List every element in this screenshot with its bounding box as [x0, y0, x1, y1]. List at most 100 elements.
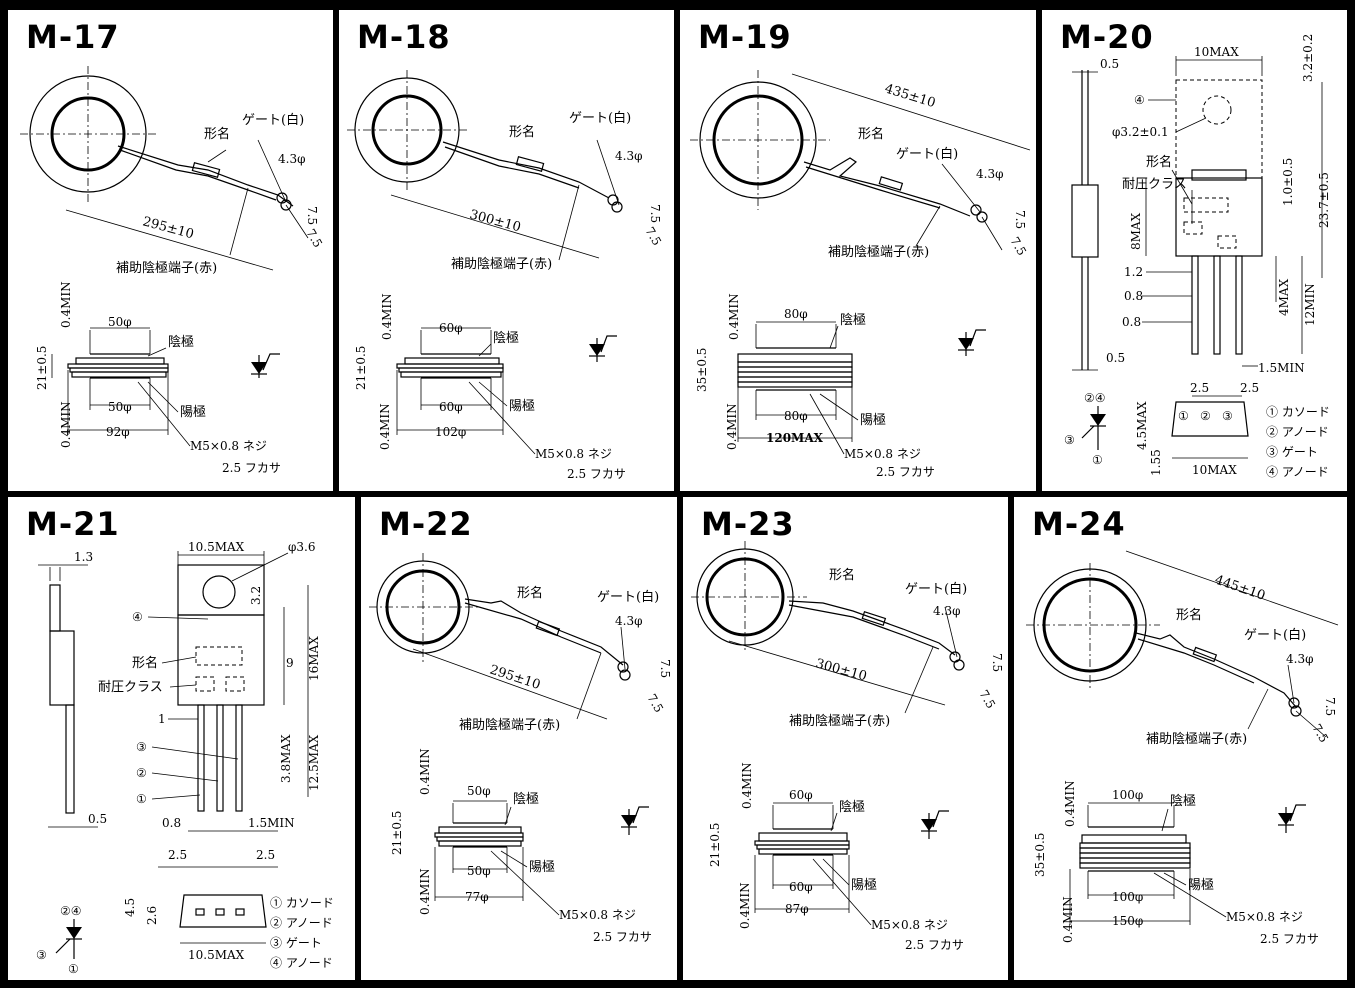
label-hole: 4.3φ	[615, 149, 643, 163]
m18-drawing: 形名 ゲート(白) 4.3φ 7.5 7.5 300±10 補助陰極端子(赤) …	[347, 70, 664, 481]
legend-pin1: ① カソード	[270, 896, 334, 910]
dim-width-top: 10.5MAX	[188, 540, 245, 554]
dim-12min: 12MIN	[1303, 283, 1317, 326]
dim-7-5b: 7.5	[976, 688, 998, 712]
dim-width-top: 10MAX	[1194, 45, 1239, 59]
label-gate: ゲート(白)	[1244, 627, 1306, 643]
label-voltage-class: 耐圧クラス	[98, 680, 163, 695]
dim-0-8: 0.8	[162, 816, 181, 830]
legend-pin3: ③ ゲート	[270, 936, 322, 950]
panel-m18: M-18 形名 ゲート(白) 4.3φ 7.5 7.5 300±10 補助陰極端…	[339, 10, 674, 491]
outer-ring	[29, 75, 147, 193]
dim-3-2: 3.2	[249, 586, 263, 605]
label-voltage-class: 耐圧クラス	[1122, 177, 1187, 192]
dim-body-height: 8MAX	[1129, 212, 1143, 250]
m23-drawing: 形名 ゲート(白) 4.3φ 7.5 7.5 300±10 補助陰極端子(赤) …	[691, 541, 1004, 952]
label-gate: ゲート(白)	[896, 146, 958, 162]
dim-bottom-dia: 60φ	[439, 400, 463, 414]
panel-title: M-20	[1060, 18, 1154, 56]
label-type-name: 形名	[1146, 154, 1172, 170]
label-gate: ゲート(白)	[597, 589, 659, 605]
panel-m22: M-22 形名 ゲート(白) 4.3φ 7.5 7.5 295±10 補助陰極端…	[361, 497, 677, 980]
dim-1-3: 1.3	[74, 550, 93, 564]
label-hole: 4.3φ	[976, 167, 1004, 181]
panel-title: M-18	[357, 18, 451, 56]
dim-1-5min: 1.5MIN	[248, 816, 295, 830]
dim-min-bottom: 0.4MIN	[725, 403, 739, 450]
dim-outer-dia: 92φ	[106, 425, 130, 439]
dim-height: 21±0.5	[35, 346, 49, 390]
dim-16max: 16MAX	[307, 636, 321, 681]
panel-title: M-22	[379, 505, 473, 543]
dim-height: 21±0.5	[354, 346, 368, 390]
label-cathode: 陰極	[168, 334, 194, 350]
dim-tab-height: 3.2±0.2	[1301, 34, 1315, 82]
label-type-name: 形名	[509, 124, 535, 140]
panel-title: M-23	[701, 505, 795, 543]
dim-outer-dia: 102φ	[435, 425, 466, 439]
label-type-name: 形名	[1176, 607, 1202, 623]
m21-drawing: 1.3 0.5 10.5MAX φ3.6 ④ 3.2 9 16MAX 形名 耐圧…	[36, 540, 334, 976]
legend-pin2: ② アノード	[1266, 425, 1329, 439]
dim-7-5a: 7.5	[990, 653, 1004, 672]
panel-title: M-17	[26, 18, 120, 56]
label-pin3: ③	[136, 740, 147, 754]
label-cathode: 陰極	[493, 330, 519, 346]
label-gate: ゲート(白)	[905, 581, 967, 597]
dim-9: 9	[286, 656, 294, 670]
label-anode: 陽極	[509, 398, 535, 414]
dim-bottom-dia: 100φ	[1112, 890, 1143, 904]
dim-pitch-b: 2.5	[256, 848, 275, 862]
label-type-name: 形名	[132, 655, 158, 671]
panel-title: M-21	[26, 505, 120, 543]
panel-m17: M-17 形名 ゲート(白) 4.3φ 7.5 7.5 295±10 補助陰極端…	[8, 10, 333, 491]
dim-1: 1	[158, 712, 166, 726]
dim-pitch-a: 2.5	[168, 848, 187, 862]
label-hole: 4.3φ	[278, 152, 306, 166]
m19-drawing: 435±10 形名 ゲート(白) 4.3φ 7.5 7.5 補助陰極端子(赤) …	[690, 70, 1031, 479]
dim-min-bottom: 0.4MIN	[59, 401, 73, 448]
dim-height: 21±0.5	[708, 823, 722, 867]
label-gate: ゲート(白)	[569, 110, 631, 126]
dim-min-top: 0.4MIN	[740, 762, 754, 809]
m22-drawing: 形名 ゲート(白) 4.3φ 7.5 7.5 295±10 補助陰極端子(赤) …	[369, 553, 672, 944]
dim-bottom-dia: 80φ	[784, 409, 808, 423]
thyristor-symbol	[589, 335, 617, 362]
dim-7-5a: 7.5	[305, 206, 319, 225]
dim-width-bottom: 10MAX	[1192, 463, 1237, 477]
dim-23-7: 23.7±0.5	[1317, 172, 1331, 228]
dim-7-5b: 7.5	[642, 225, 664, 249]
sym-pin3: ③	[36, 948, 47, 962]
m17-drawing: 形名 ゲート(白) 4.3φ 7.5 7.5 295±10 補助陰極端子(赤) …	[20, 66, 325, 475]
dim-top-dia: 60φ	[789, 788, 813, 802]
label-pin4: ④	[132, 610, 143, 624]
label-hole: 4.3φ	[615, 614, 643, 628]
thyristor-symbol: ②④ ③ ①	[1064, 391, 1106, 467]
label-depth: 2.5 フカサ	[876, 465, 935, 479]
dim-min-bottom: 0.4MIN	[418, 868, 432, 915]
thyristor-symbol	[621, 806, 649, 835]
bottom-pin3: ③	[1222, 409, 1233, 423]
dim-lead-thickness: 0.5	[1100, 57, 1119, 71]
dim-7-5a: 7.5	[658, 659, 672, 678]
label-aux-cathode: 補助陰極端子(赤)	[789, 713, 890, 729]
dim-lead-thickness-2: 0.5	[1106, 351, 1125, 365]
label-cathode: 陰極	[513, 791, 539, 807]
dim-7-5b: 7.5	[303, 227, 325, 251]
dim-top-dia: 100φ	[1112, 788, 1143, 802]
dim-length: 435±10	[883, 81, 937, 111]
sym-pin1: ①	[1092, 453, 1103, 467]
label-depth: 2.5 フカサ	[222, 461, 281, 475]
legend-pin3: ③ ゲート	[1266, 445, 1318, 459]
dim-0-8a: 0.8	[1124, 289, 1143, 303]
label-anode: 陽極	[1188, 877, 1214, 893]
dim-hole: φ3.2±0.1	[1112, 125, 1169, 139]
dim-outer-dia: 77φ	[465, 890, 489, 904]
dim-outer-dia: 150φ	[1112, 914, 1143, 928]
label-depth: 2.5 フカサ	[1260, 932, 1319, 946]
dim-pitch-a: 2.5	[1190, 381, 1209, 395]
label-type-name: 形名	[858, 126, 884, 142]
dim-1-0: 1.0±0.5	[1281, 158, 1295, 206]
label-aux-cathode: 補助陰極端子(赤)	[828, 244, 929, 260]
label-aux-cathode: 補助陰極端子(赤)	[459, 717, 560, 733]
